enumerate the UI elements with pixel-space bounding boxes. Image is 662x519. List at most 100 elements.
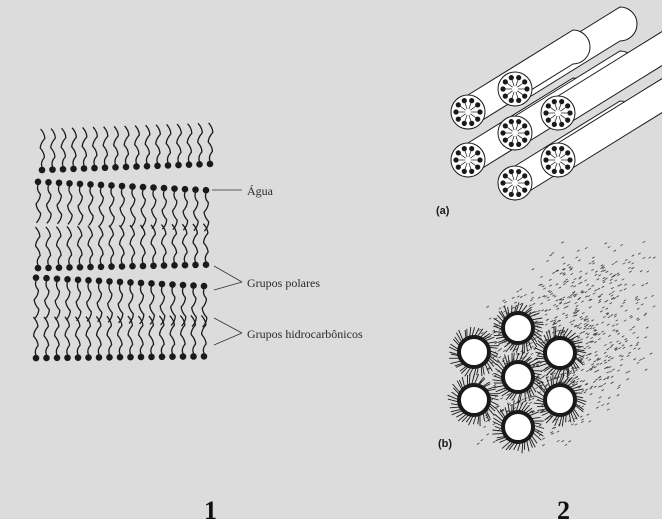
texture-dash bbox=[601, 322, 604, 324]
lipid-head bbox=[81, 165, 88, 172]
corona-chain bbox=[562, 416, 563, 427]
lipid-head bbox=[154, 163, 161, 170]
texture-dash bbox=[602, 286, 605, 288]
lipid-head bbox=[148, 280, 155, 287]
texture-dash bbox=[573, 320, 576, 322]
texture-dash bbox=[557, 431, 560, 433]
texture-dash bbox=[580, 339, 583, 341]
lipid-tail bbox=[170, 316, 175, 354]
texture-dash bbox=[636, 318, 639, 320]
texture-dash bbox=[531, 353, 534, 355]
texture-dash bbox=[646, 283, 649, 285]
lipid-tail bbox=[177, 124, 182, 162]
lipid-head bbox=[75, 277, 82, 284]
lipid-head bbox=[148, 354, 155, 361]
texture-dash bbox=[514, 407, 517, 409]
texture-dash bbox=[604, 344, 607, 346]
texture-dash bbox=[578, 337, 581, 339]
micelle-core bbox=[503, 313, 533, 343]
lipid-head bbox=[85, 277, 92, 284]
texture-dash bbox=[549, 291, 552, 293]
corona-chain bbox=[529, 439, 532, 448]
texture-dash bbox=[611, 376, 614, 378]
texture-dash bbox=[529, 305, 532, 307]
lipid-head bbox=[35, 265, 42, 272]
lipid-head bbox=[140, 263, 147, 270]
texture-dash bbox=[615, 261, 618, 263]
texture-dash bbox=[585, 333, 588, 335]
texture-dash bbox=[584, 280, 587, 282]
texture-dash bbox=[600, 311, 603, 313]
texture-dash bbox=[598, 338, 601, 340]
leader-polar-2 bbox=[214, 282, 242, 290]
micelle-core bbox=[503, 412, 533, 442]
corona-chain bbox=[568, 367, 569, 376]
micelle-head bbox=[522, 188, 527, 193]
texture-dash bbox=[563, 281, 566, 283]
texture-dash bbox=[553, 373, 556, 375]
hexagonal-cylinders-diagram bbox=[451, 7, 662, 200]
lipid-head bbox=[182, 262, 189, 269]
texture-dash bbox=[571, 273, 574, 275]
texture-dash bbox=[649, 257, 652, 259]
texture-dash bbox=[597, 279, 600, 281]
corona-chain bbox=[472, 374, 475, 384]
texture-dash bbox=[622, 279, 625, 281]
texture-dash bbox=[595, 274, 598, 276]
corona-chain bbox=[574, 409, 580, 417]
micelle-head bbox=[559, 99, 564, 104]
texture-dash bbox=[601, 265, 604, 267]
texture-dash bbox=[608, 397, 611, 399]
texture-dash bbox=[625, 310, 628, 312]
lipid-head bbox=[203, 187, 210, 194]
texture-dash bbox=[586, 357, 589, 359]
texture-dash bbox=[541, 310, 544, 312]
lipid-tail bbox=[66, 282, 71, 320]
texture-dash bbox=[620, 306, 623, 308]
corona-chain bbox=[488, 408, 494, 416]
texture-dash bbox=[586, 337, 589, 339]
lipid-tail bbox=[108, 284, 113, 322]
corona-chain bbox=[470, 327, 471, 337]
texture-dash bbox=[645, 369, 648, 371]
lipid-head bbox=[106, 354, 113, 361]
corona-chain bbox=[496, 337, 505, 339]
texture-dash bbox=[616, 296, 619, 298]
texture-dash bbox=[631, 263, 634, 265]
texture-dash bbox=[554, 296, 557, 298]
lipid-head bbox=[98, 264, 105, 271]
texture-dash bbox=[608, 316, 611, 318]
lipid-head bbox=[43, 275, 50, 282]
texture-dash bbox=[548, 290, 551, 292]
texture-dash bbox=[610, 342, 613, 344]
lipid-tail bbox=[57, 186, 62, 224]
texture-dash bbox=[550, 255, 553, 257]
texture-dash bbox=[570, 321, 573, 323]
lipid-tail bbox=[97, 284, 102, 322]
texture-dash bbox=[481, 439, 484, 441]
texture-dash bbox=[490, 334, 493, 336]
texture-dash bbox=[588, 288, 591, 290]
texture-dash bbox=[598, 288, 601, 290]
texture-dash bbox=[489, 318, 492, 320]
lipid-tail bbox=[135, 126, 140, 164]
lipid-head bbox=[201, 283, 208, 290]
texture-dash bbox=[580, 380, 583, 382]
lipid-tail bbox=[40, 129, 45, 167]
texture-dash bbox=[599, 397, 602, 399]
lipid-tail bbox=[77, 226, 82, 264]
texture-dash bbox=[598, 401, 601, 403]
corona-chain bbox=[492, 430, 502, 431]
lipid-head bbox=[119, 183, 126, 190]
texture-dash bbox=[563, 283, 566, 285]
lipid-head bbox=[45, 265, 52, 272]
corona-chain bbox=[508, 355, 509, 363]
texture-dash bbox=[596, 364, 599, 366]
corona-chain bbox=[553, 375, 554, 386]
corona-chain bbox=[450, 407, 460, 408]
texture-dash bbox=[562, 257, 565, 259]
micelle-head bbox=[565, 103, 570, 108]
texture-dash bbox=[642, 285, 645, 287]
lipid-head bbox=[190, 282, 197, 289]
texture-dash bbox=[626, 379, 629, 381]
